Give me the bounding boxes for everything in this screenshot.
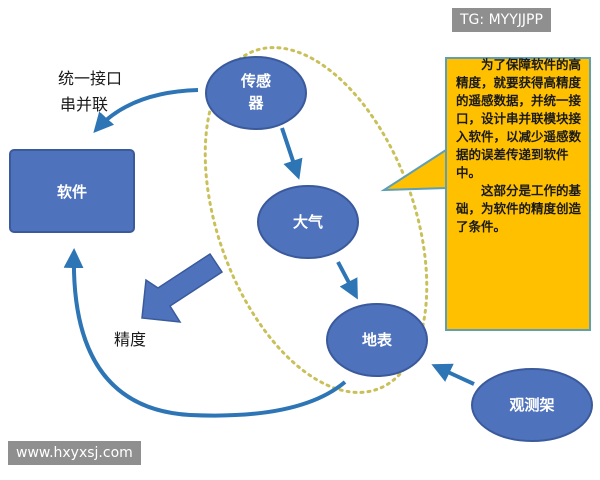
sensor-node: [205, 56, 307, 130]
precision-block-arrow: [141, 252, 224, 323]
callout-bubble: [380, 57, 591, 331]
watermark-bottom: www.hxyxsj.com: [8, 441, 141, 465]
watermark-top: TG: MYYJJPP: [452, 8, 551, 32]
atmosphere-node: [257, 185, 359, 259]
sensor-label-line1: 传感: [240, 72, 271, 90]
surface-node: [326, 303, 428, 377]
arrow-sensor-to-atmosphere: [280, 127, 303, 180]
observation-mount-node: [471, 368, 593, 442]
callout-paragraph-1: 为了保障软件的高精度，就要获得高精度的遥感数据，并统一接口，设计串并联模块接入软…: [456, 57, 582, 180]
atmosphere-label: 大气: [293, 213, 323, 231]
software-box: [9, 149, 135, 233]
arrow-sensor-to-software: [93, 88, 199, 133]
arrow-mount-to-surface: [431, 363, 475, 386]
surface-label: 地表: [362, 331, 393, 349]
arrow-surface-to-software: [63, 248, 347, 418]
observation-mount-label: 观测架: [509, 396, 554, 414]
arrow-atmosphere-to-surface: [336, 261, 358, 300]
callout-text: 为了保障软件的高精度，就要获得高精度的遥感数据，并统一接口，设计串并联模块接入软…: [456, 56, 586, 236]
callout-paragraph-2: 这部分是工作的基础，为软件的精度创造了条件。: [456, 183, 582, 234]
sensor-label-line2: 器: [247, 94, 264, 112]
interface-label-line2: 串并联: [60, 95, 109, 114]
interface-label-line1: 统一接口: [58, 69, 123, 88]
software-label: 软件: [57, 183, 87, 201]
precision-label: 精度: [114, 330, 147, 349]
